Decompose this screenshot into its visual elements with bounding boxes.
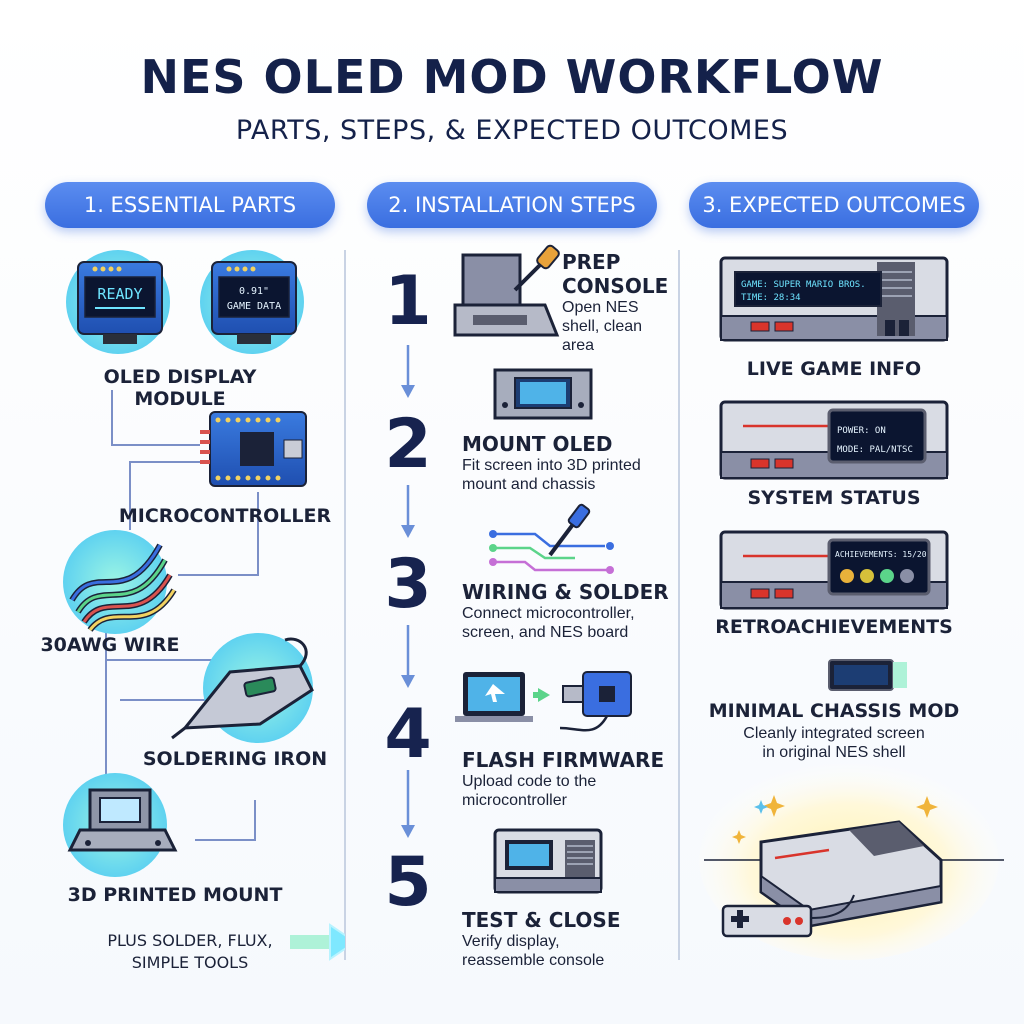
- retroachievements-console-icon: ACHIEVEMENTS: 15/20: [719, 530, 949, 610]
- svg-text:POWER: ON: POWER: ON: [837, 426, 886, 436]
- page-subtitle: PARTS, STEPS, & EXPECTED OUTCOMES: [235, 115, 789, 146]
- part-label-3d-mount: 3D PRINTED MOUNT: [67, 884, 283, 906]
- finished-console-icon: [699, 760, 1004, 960]
- outcome-label-retroachievements: RETROACHIEVEMENTS: [715, 616, 953, 638]
- part-label-microcontroller: MICROCONTROLLER: [118, 505, 332, 527]
- steps-illustrations: [401, 244, 632, 894]
- live-game-console-icon: GAME: SUPER MARIO BROS. TIME: 28:34: [719, 256, 949, 342]
- soldering-iron-icon: [171, 633, 314, 743]
- column-divider-left: [344, 250, 346, 960]
- flash-firmware-icon: [455, 671, 632, 732]
- step-number-4: 4: [384, 695, 432, 774]
- microcontroller-icon: [200, 411, 307, 487]
- svg-text:ACHIEVEMENTS: 15/20: ACHIEVEMENTS: 15/20: [835, 550, 927, 559]
- outcome-label-minimal-mod: MINIMAL CHASSIS MOD: [708, 700, 960, 722]
- essential-parts-header: 1. ESSENTIAL PARTS: [45, 182, 335, 228]
- part-label-soldering-iron: SOLDERING IRON: [142, 748, 328, 770]
- next-arrow-icon: [290, 923, 345, 961]
- step-1-text: PREP CONSOLE Open NES shell, clean area: [562, 250, 669, 354]
- mount-oled-icon: [493, 368, 593, 420]
- part-label-oled-display: OLED DISPLAY MODULE: [103, 366, 257, 410]
- outcome-desc-minimal-mod: Cleanly integrated screen in original NE…: [743, 725, 925, 761]
- prep-console-icon: [453, 244, 560, 337]
- svg-text:GAME: SUPER MARIO BROS.: GAME: SUPER MARIO BROS.: [741, 280, 866, 290]
- svg-text:0.91": 0.91": [239, 286, 269, 297]
- step-number-5: 5: [384, 843, 432, 922]
- svg-text:READY: READY: [97, 285, 142, 303]
- minimal-mod-screen-icon: [828, 659, 907, 691]
- oled-module-icon-right: 0.91" GAME DATA: [200, 250, 304, 354]
- step-number-2: 2: [384, 405, 432, 484]
- step-5-text: TEST & CLOSE Verify display, reassemble …: [462, 908, 621, 969]
- step-number-3: 3: [384, 545, 432, 624]
- parts-note: PLUS SOLDER, FLUX, SIMPLE TOOLS: [107, 931, 273, 972]
- installation-steps-header: 2. INSTALLATION STEPS: [367, 182, 657, 228]
- step-2-text: MOUNT OLED Fit screen into 3D printed mo…: [462, 432, 641, 493]
- outcome-label-live-game: LIVE GAME INFO: [746, 358, 922, 380]
- 3d-mount-icon: [63, 773, 178, 877]
- svg-text:TIME: 28:34: TIME: 28:34: [741, 293, 801, 303]
- step-arrows: [401, 345, 415, 838]
- step-4-text: FLASH FIRMWARE Upload code to the microc…: [462, 748, 665, 809]
- svg-text:GAME DATA: GAME DATA: [227, 301, 281, 312]
- oled-module-icon-left: READY: [66, 250, 170, 354]
- step-number-1: 1: [384, 262, 432, 341]
- page-title: NES OLED MOD WORKFLOW: [140, 50, 884, 104]
- test-close-icon: [493, 828, 603, 894]
- part-label-wire: 30AWG WIRE: [40, 634, 180, 656]
- expected-outcomes-header: 3. EXPECTED OUTCOMES: [689, 182, 979, 228]
- column-divider-right: [678, 250, 680, 960]
- wiring-solder-icon: [489, 503, 614, 574]
- outcome-label-system-status: SYSTEM STATUS: [747, 487, 921, 509]
- svg-text:MODE: PAL/NTSC: MODE: PAL/NTSC: [837, 445, 913, 455]
- system-status-console-icon: POWER: ON MODE: PAL/NTSC: [719, 400, 949, 480]
- outcomes-illustrations: GAME: SUPER MARIO BROS. TIME: 28:34 POWE…: [699, 256, 1004, 960]
- wire-icon: [63, 530, 177, 634]
- step-3-text: WIRING & SOLDER Connect microcontroller,…: [462, 580, 669, 641]
- parts-illustrations: READY 0.91" GAME DATA: [63, 250, 345, 961]
